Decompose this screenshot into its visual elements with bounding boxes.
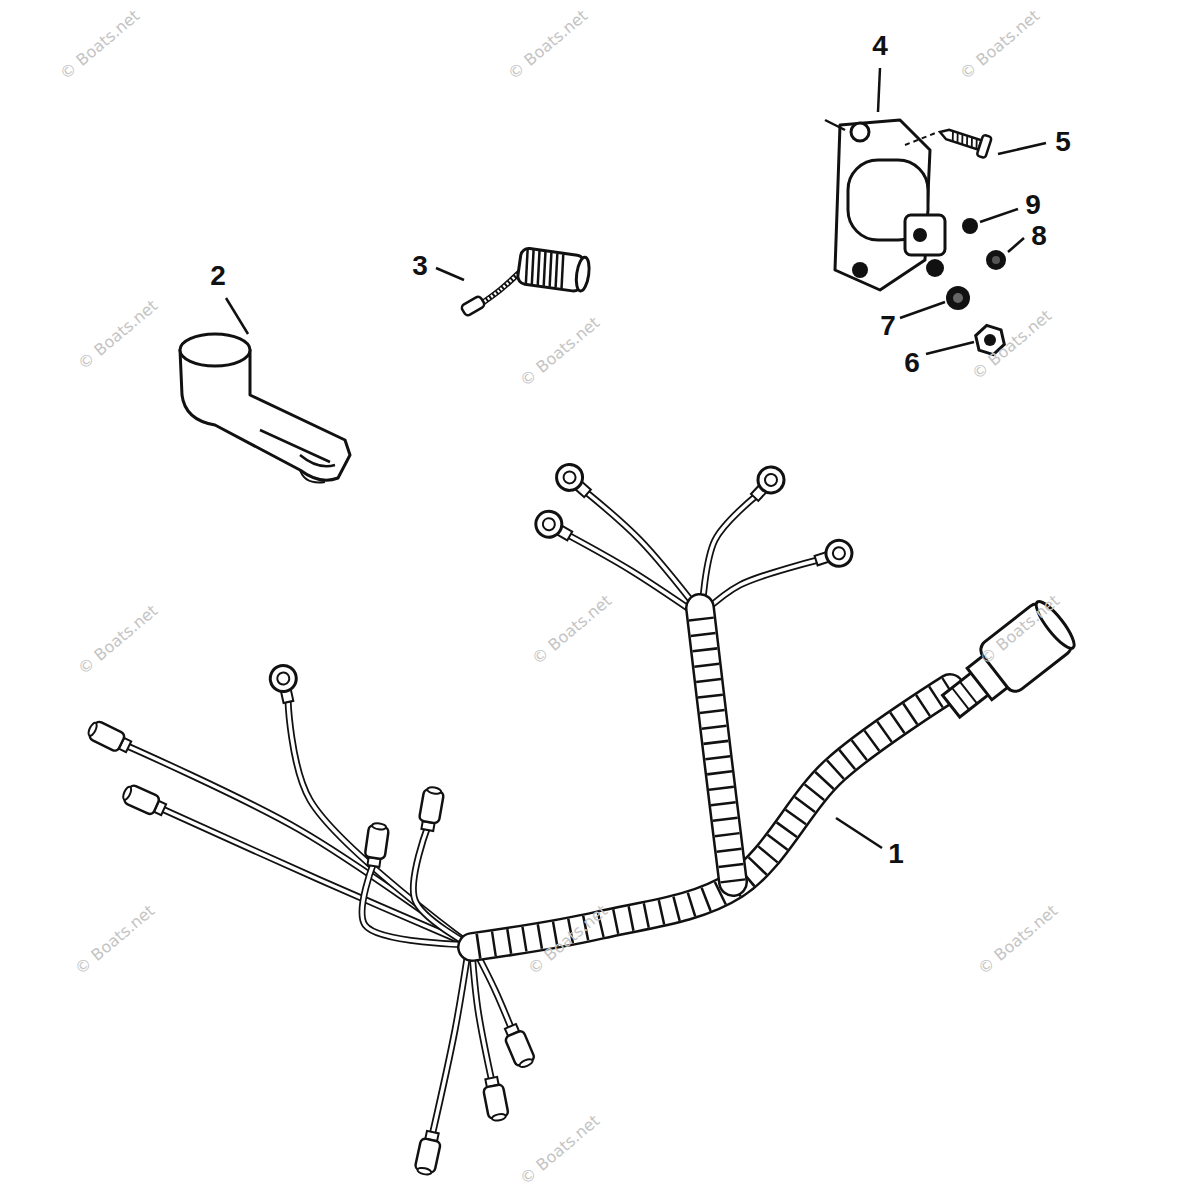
harness-plug bbox=[933, 596, 1080, 729]
leader-line bbox=[926, 342, 974, 354]
callout-number: 2 bbox=[210, 262, 226, 290]
wire bbox=[704, 560, 818, 612]
callout-number: 1 bbox=[888, 840, 904, 868]
solenoid bbox=[825, 120, 945, 290]
wire bbox=[568, 535, 698, 615]
bullet-connector bbox=[364, 822, 390, 867]
callout-number: 5 bbox=[1055, 128, 1071, 156]
callout-number: 9 bbox=[1025, 191, 1041, 219]
wire-group bbox=[86, 459, 856, 1176]
sensor bbox=[460, 247, 591, 316]
callout-number: 7 bbox=[880, 312, 896, 340]
watermark: © Boats.net bbox=[505, 8, 590, 83]
leader-line bbox=[900, 302, 945, 318]
watermark: © Boats.net bbox=[72, 903, 157, 978]
bullet-connector bbox=[501, 1022, 536, 1069]
wire bbox=[288, 700, 470, 945]
wire bbox=[413, 826, 470, 945]
watermark: © Boats.net bbox=[75, 298, 160, 373]
bullet-connector bbox=[120, 783, 167, 819]
trunk-fill bbox=[700, 608, 733, 882]
wire bbox=[472, 952, 492, 1082]
leader-line bbox=[1008, 238, 1024, 252]
leader-line bbox=[878, 68, 880, 112]
leader-line bbox=[436, 268, 464, 280]
watermark: © Boats.net bbox=[57, 8, 142, 83]
wire bbox=[413, 826, 470, 945]
watermark: © Boats.net bbox=[75, 603, 160, 678]
trunk-outline bbox=[700, 608, 733, 882]
hardware bbox=[946, 218, 1006, 355]
leader-lines bbox=[226, 68, 1046, 848]
bullet-connector bbox=[86, 719, 133, 756]
watermark: © Boats.net bbox=[517, 315, 602, 390]
wire bbox=[288, 700, 470, 945]
terminal-boot bbox=[180, 334, 350, 483]
wire bbox=[472, 952, 492, 1082]
wire bbox=[160, 808, 470, 945]
ring-terminal bbox=[745, 462, 789, 507]
screw bbox=[937, 122, 992, 159]
ring-terminal bbox=[551, 459, 596, 503]
watermark: © Boats.net bbox=[529, 593, 614, 668]
ring-terminal bbox=[531, 506, 576, 547]
bullet-connector bbox=[414, 1130, 443, 1176]
leader-line bbox=[226, 298, 248, 334]
watermark: © Boats.net bbox=[957, 8, 1042, 83]
ring-terminal bbox=[812, 537, 855, 573]
callout-number: 6 bbox=[904, 349, 920, 377]
ring-terminal bbox=[268, 663, 301, 705]
callout-number: 4 bbox=[872, 32, 888, 60]
wire bbox=[432, 952, 468, 1136]
bullet-connector bbox=[417, 786, 444, 832]
bullet-connector bbox=[481, 1076, 509, 1122]
wire bbox=[704, 560, 818, 612]
leader-line bbox=[836, 818, 882, 848]
wire bbox=[568, 535, 698, 615]
leader-line bbox=[998, 143, 1046, 154]
callout-number: 8 bbox=[1031, 222, 1047, 250]
trunk-wrap bbox=[700, 608, 733, 882]
watermark: © Boats.net bbox=[517, 1113, 602, 1188]
wire bbox=[432, 952, 468, 1136]
callout-number: 3 bbox=[412, 252, 428, 280]
wire bbox=[160, 808, 470, 945]
leader-line bbox=[980, 209, 1018, 222]
watermark: © Boats.net bbox=[975, 903, 1060, 978]
